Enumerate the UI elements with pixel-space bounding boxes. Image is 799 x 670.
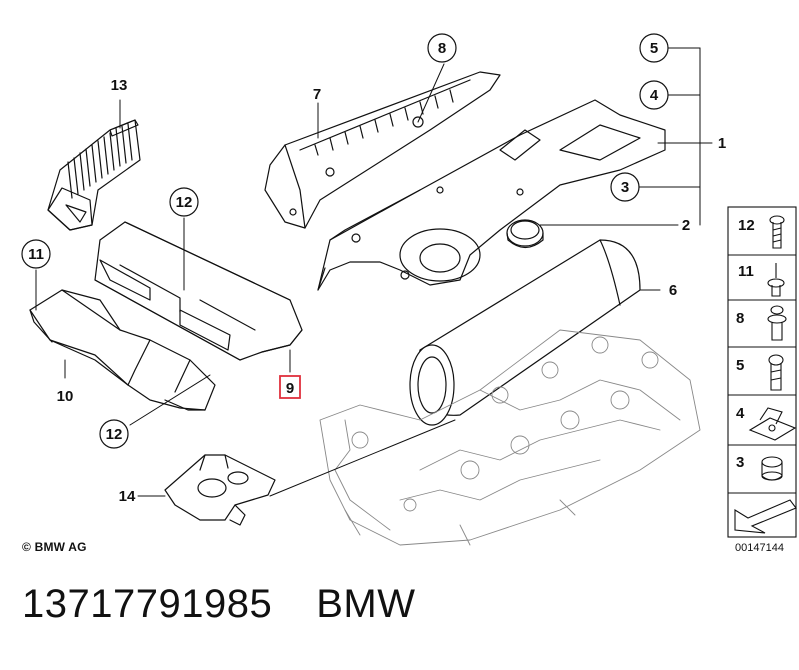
side-label-5: 5 bbox=[736, 357, 744, 374]
svg-text:9: 9 bbox=[286, 380, 294, 397]
screw-icon-5 bbox=[768, 354, 784, 391]
bracket-part-7 bbox=[264, 71, 501, 229]
leader-lines bbox=[35, 47, 713, 497]
screw-icon-12 bbox=[769, 215, 785, 249]
callout-8: 8 bbox=[427, 33, 457, 63]
intake-hose-part-13 bbox=[47, 119, 141, 231]
filter-cylinder-part-6 bbox=[409, 239, 641, 426]
callout-5: 5 bbox=[639, 33, 669, 63]
callout-12-bottom: 12 bbox=[99, 419, 129, 449]
callout-10: 10 bbox=[57, 388, 74, 405]
part-number: 13717791985 bbox=[22, 582, 273, 626]
small-parts-panel bbox=[727, 206, 797, 538]
svg-text:1: 1 bbox=[718, 135, 726, 152]
svg-text:2: 2 bbox=[682, 217, 690, 234]
callouts: 13 12 11 10 12 14 7 8 9 5 4 bbox=[21, 33, 726, 505]
side-label-11: 11 bbox=[738, 263, 754, 280]
svg-text:6: 6 bbox=[669, 282, 677, 299]
side-label-4: 4 bbox=[736, 405, 745, 422]
svg-text:10: 10 bbox=[57, 388, 74, 405]
svg-text:12: 12 bbox=[176, 194, 193, 211]
side-label-12: 12 bbox=[738, 217, 755, 234]
pin-icon-11 bbox=[767, 263, 785, 297]
bolt-icon-8 bbox=[767, 305, 787, 341]
callout-9-highlighted: 9 bbox=[279, 375, 301, 399]
callout-2: 2 bbox=[682, 217, 690, 234]
side-panel-labels: 12 11 8 5 4 3 bbox=[736, 217, 755, 471]
side-label-8: 8 bbox=[736, 310, 744, 327]
callout-1: 1 bbox=[718, 135, 726, 152]
part-number-line: 13717791985 BMW bbox=[22, 582, 415, 627]
brand-name: BMW bbox=[316, 582, 416, 626]
callout-3: 3 bbox=[610, 172, 640, 202]
svg-text:14: 14 bbox=[119, 488, 136, 505]
callout-4: 4 bbox=[639, 80, 669, 110]
lower-duct-part-10 bbox=[29, 289, 216, 411]
grommet-icon-3 bbox=[761, 456, 783, 481]
copyright-text: © BMW AG bbox=[22, 540, 87, 554]
svg-text:12: 12 bbox=[106, 426, 123, 443]
svg-text:4: 4 bbox=[650, 87, 659, 104]
svg-text:8: 8 bbox=[438, 40, 446, 57]
callout-12-top: 12 bbox=[169, 187, 199, 217]
callout-13: 13 bbox=[111, 77, 128, 94]
callout-7: 7 bbox=[313, 86, 321, 103]
callout-14: 14 bbox=[119, 488, 136, 505]
arrow-icon bbox=[734, 499, 797, 534]
seal-ring-part-2 bbox=[506, 219, 544, 249]
damper-part-14 bbox=[164, 454, 276, 526]
svg-text:11: 11 bbox=[28, 246, 44, 263]
svg-text:5: 5 bbox=[650, 40, 658, 57]
side-label-3: 3 bbox=[736, 454, 744, 471]
engine-cover-part-1 bbox=[317, 99, 666, 291]
callout-6: 6 bbox=[669, 282, 677, 299]
clip-nut-icon-4 bbox=[748, 407, 797, 441]
document-number: 00147144 bbox=[735, 542, 784, 554]
callout-11: 11 bbox=[21, 239, 51, 269]
svg-text:7: 7 bbox=[313, 86, 321, 103]
svg-text:3: 3 bbox=[621, 179, 629, 196]
duct-cover-part-12 bbox=[94, 221, 303, 361]
svg-text:13: 13 bbox=[111, 77, 128, 94]
cylinder-head-outline bbox=[319, 329, 701, 546]
